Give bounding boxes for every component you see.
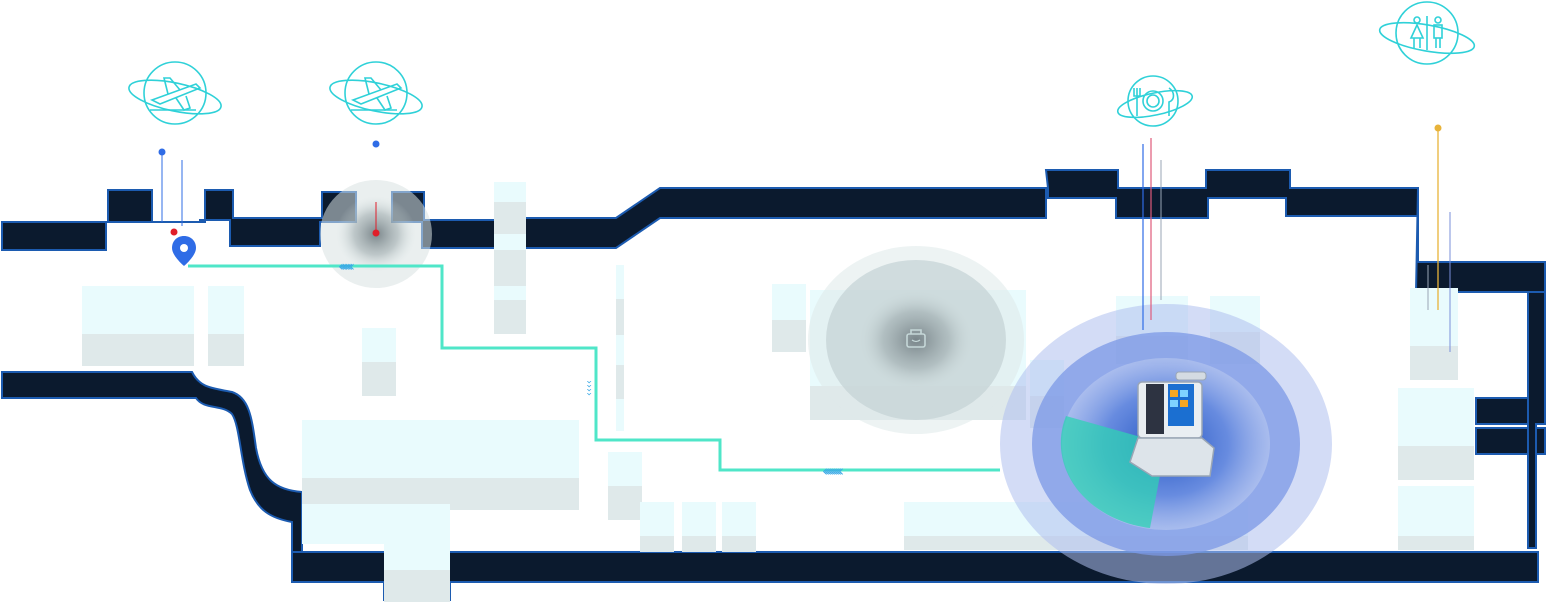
kiosk-radar [1000, 304, 1332, 584]
current-location-pin[interactable] [172, 236, 196, 266]
poi-leaders [158, 124, 1451, 352]
gate-2-dot [372, 140, 380, 148]
room-block-15 [1410, 288, 1458, 380]
service-point-glow [808, 246, 1024, 434]
room-block-3 [362, 328, 396, 396]
route-arrows-3: ‹‹‹‹ [584, 380, 595, 396]
wall-corridor-left [524, 187, 1047, 249]
restaurant-icon[interactable] [1116, 75, 1195, 127]
room-block-6 [302, 420, 579, 510]
restroom-dot [1434, 124, 1442, 132]
kiosk-icon[interactable] [1129, 371, 1215, 477]
route-line [188, 264, 1000, 472]
svg-text:‹‹‹‹: ‹‹‹‹ [584, 380, 595, 396]
room-block-17 [1398, 486, 1474, 550]
gate-1-icon[interactable] [126, 61, 224, 125]
room-block-5 [616, 265, 624, 431]
wall-right-side [1527, 291, 1546, 549]
restroom-icon[interactable] [1377, 1, 1476, 65]
room-block-2 [208, 286, 244, 366]
route-arrows-2: ‹‹‹‹‹‹‹‹‹ [822, 462, 843, 480]
gate-1-dot [158, 148, 166, 156]
shopping-bag-icon[interactable] [906, 329, 926, 348]
room-block-7 [302, 504, 450, 602]
wall-left-lower [1, 371, 303, 553]
nearby-red-dot [170, 228, 178, 236]
room-block-8 [608, 452, 642, 520]
wall-right-upper [1414, 187, 1546, 293]
destination-dot[interactable] [372, 229, 380, 237]
restroom-figures-icon [1409, 16, 1443, 50]
airplane-icon [350, 77, 403, 111]
room-block-16 [1398, 388, 1474, 480]
dining-icon [1133, 87, 1175, 116]
room-block-1 [82, 286, 194, 366]
airplane-icon [149, 77, 202, 111]
gate-2-icon[interactable] [327, 61, 425, 125]
room-block-9 [640, 502, 756, 552]
room-block-10 [772, 284, 806, 352]
room-block-4 [494, 182, 526, 334]
wall-top-right [1044, 169, 1419, 219]
wall-bottom [291, 551, 1539, 601]
